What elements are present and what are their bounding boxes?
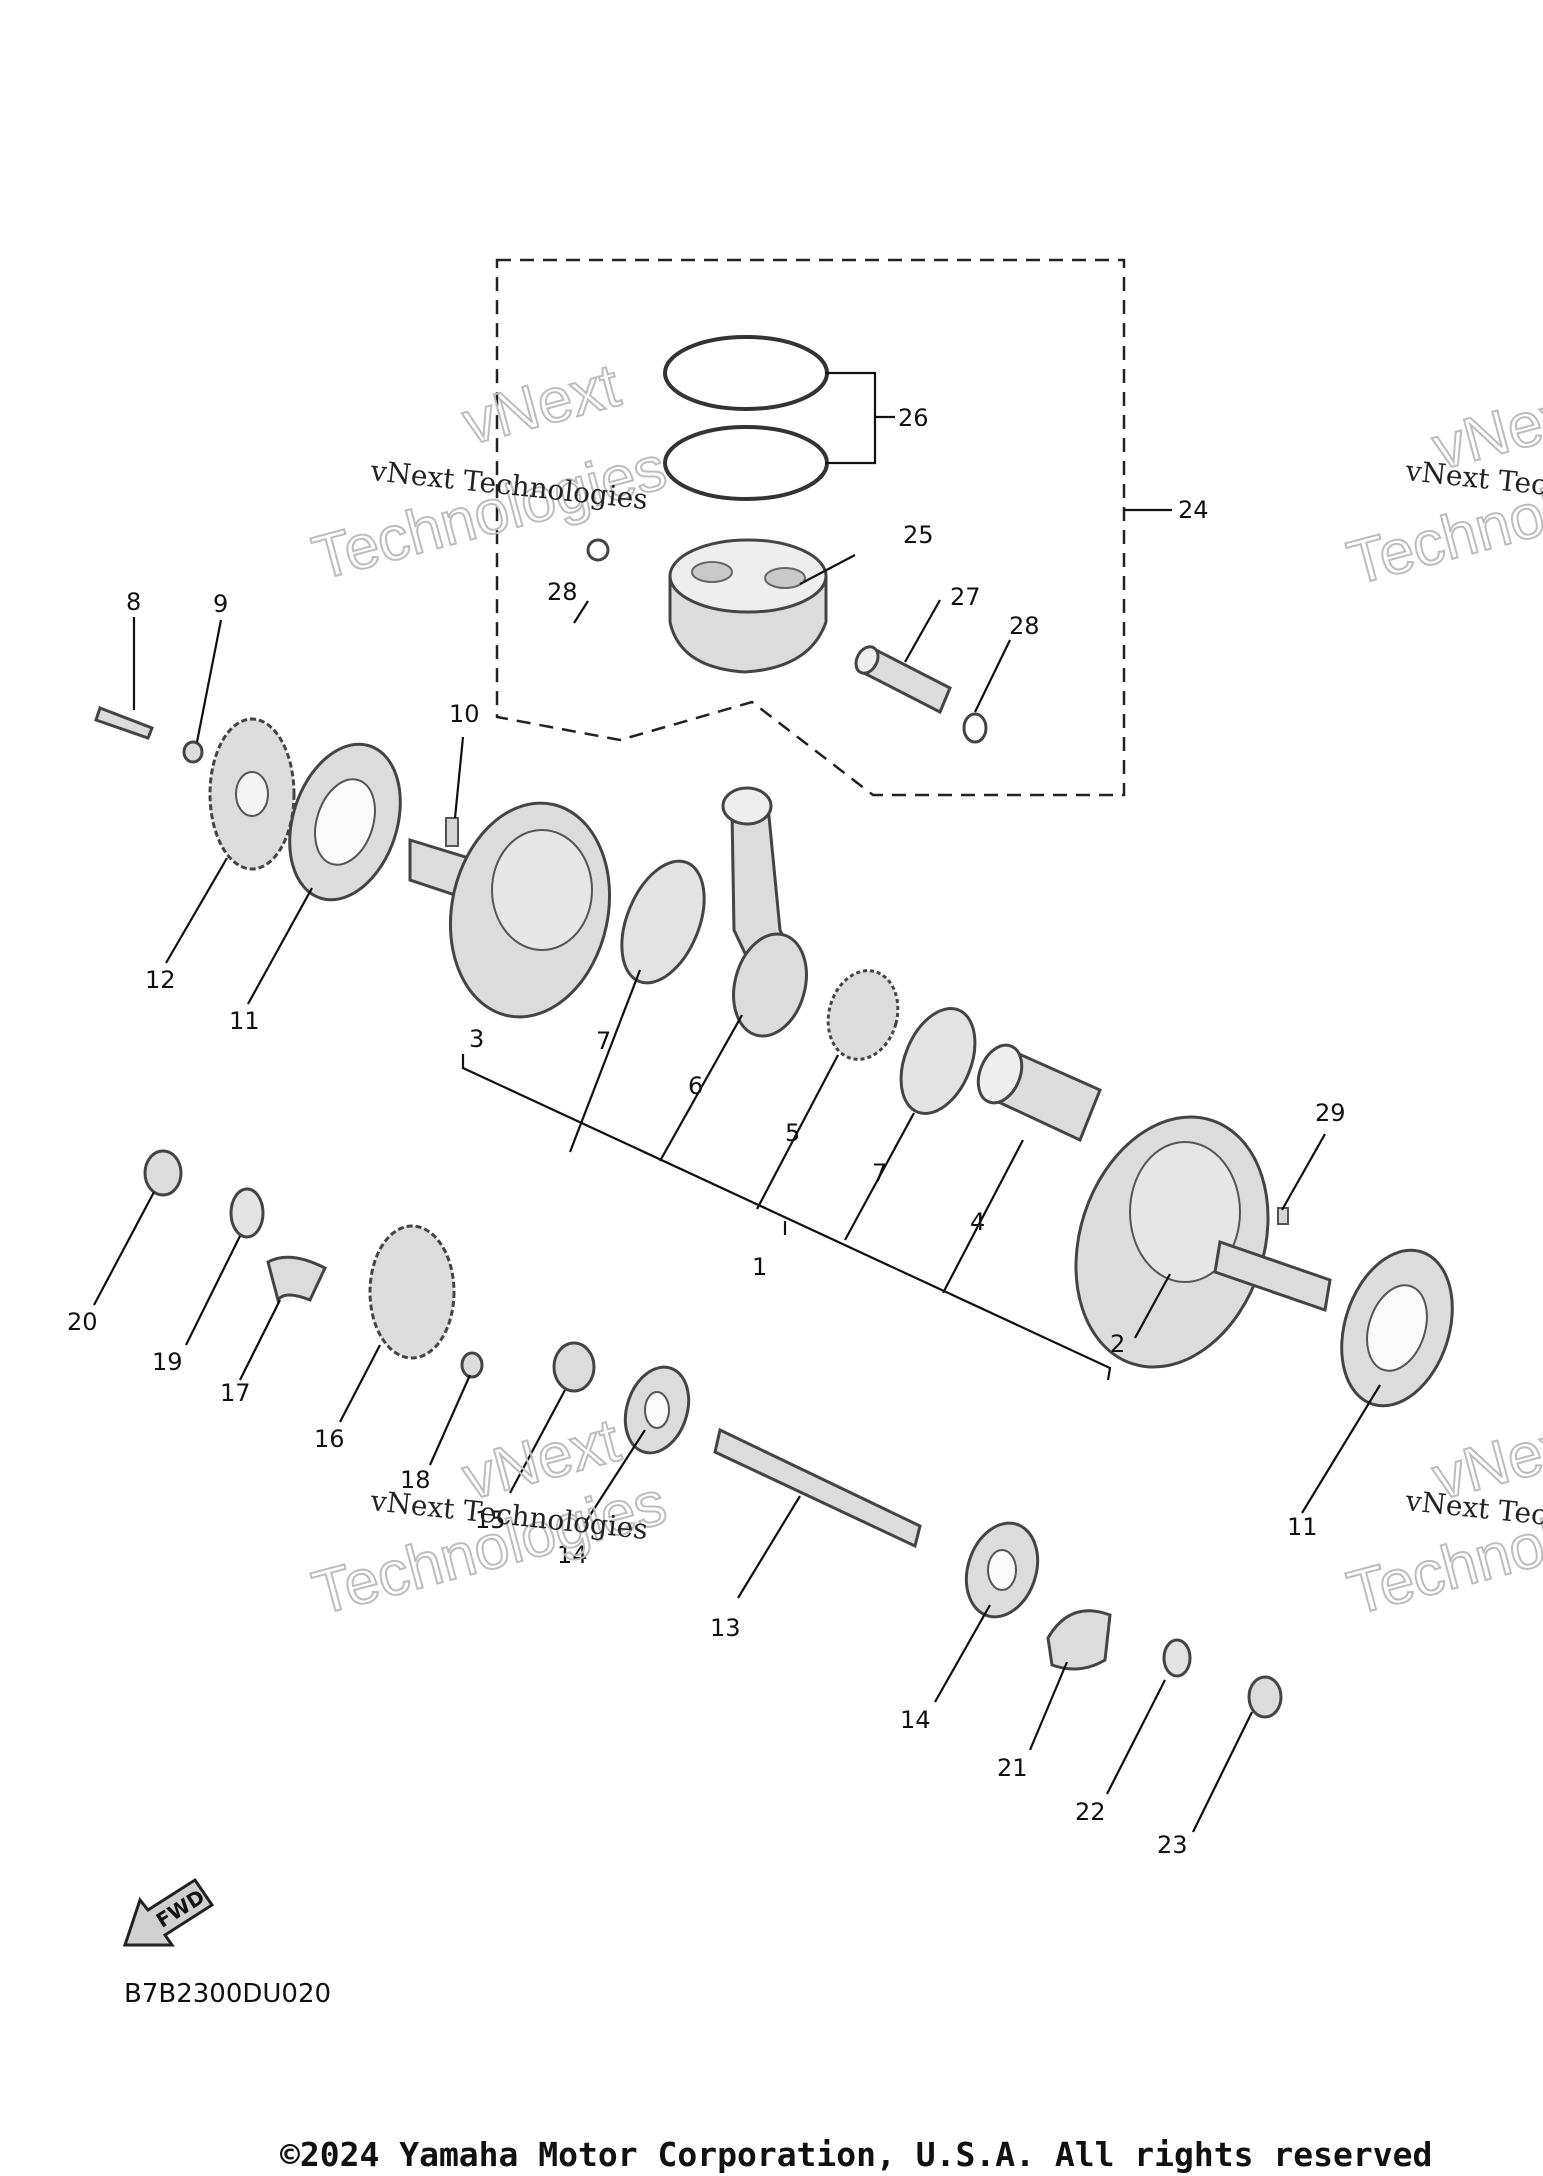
crank-right-half <box>1074 1115 1332 1369</box>
bolt-18 <box>460 1351 484 1379</box>
watermark-group-3: vNext Technologies vNext Technologies <box>305 1405 674 1630</box>
callout-9: 9 <box>213 590 228 618</box>
diagram-code: B7B2300DU020 <box>124 1979 331 2009</box>
callout-22: 22 <box>1075 1798 1106 1826</box>
callout-14-left: 14 <box>557 1541 588 1569</box>
callout-5: 5 <box>785 1119 800 1147</box>
callout-7-left: 7 <box>596 1027 611 1055</box>
callout-labels: 8 9 10 12 11 3 26 24 25 27 28 28 7 6 5 7… <box>67 404 1346 1859</box>
callout-3: 3 <box>469 1025 484 1053</box>
callout-25: 25 <box>903 521 934 549</box>
bearing-14-left <box>623 1365 691 1455</box>
callout-7-right: 7 <box>872 1159 887 1187</box>
bearing-right <box>1340 1248 1454 1408</box>
balancer-drive-gear <box>368 1224 456 1360</box>
callout-13: 13 <box>710 1614 741 1642</box>
callout-26: 26 <box>898 404 929 432</box>
callout-27: 27 <box>950 583 981 611</box>
callout-2: 2 <box>1110 1330 1125 1358</box>
thrust-washer-right <box>899 1007 977 1115</box>
leader-lines <box>93 371 1381 1833</box>
crank-pin <box>976 1043 1102 1143</box>
callout-28-left: 28 <box>547 578 578 606</box>
callout-20: 20 <box>67 1308 98 1336</box>
balancer-weight-17 <box>266 1255 327 1304</box>
callout-12: 12 <box>145 966 176 994</box>
callout-11-right: 11 <box>1287 1513 1318 1541</box>
nut <box>182 740 204 764</box>
piston <box>668 538 828 674</box>
callout-11-left: 11 <box>229 1007 260 1035</box>
callout-15: 15 <box>475 1506 506 1534</box>
svg-text:Technologies: Technologies <box>306 433 673 593</box>
washer-22 <box>1162 1638 1192 1678</box>
watermark-group-1: vNext Technologies vNext Technologies <box>305 350 674 595</box>
callout-28-right: 28 <box>1009 612 1040 640</box>
callout-29: 29 <box>1315 1099 1346 1127</box>
washer-19 <box>229 1187 265 1239</box>
balancer-weight-21 <box>1046 1609 1112 1671</box>
copyright-notice: ©2024 Yamaha Motor Corporation, U.S.A. A… <box>280 2135 1432 2174</box>
fwd-arrow-icon: FWD <box>122 1877 215 1947</box>
watermark-group-2: vNext Technologies vNext Technologies <box>1340 375 1543 600</box>
big-end-bearing <box>826 969 900 1061</box>
bearing-14-right <box>964 1521 1040 1619</box>
watermark-group-4: vNext Technologies vNext Technologies <box>1340 1405 1543 1630</box>
callout-19: 19 <box>152 1348 183 1376</box>
piston-circlip-left <box>586 538 610 562</box>
callout-18: 18 <box>400 1466 431 1494</box>
primary-drive-gear <box>208 717 296 871</box>
woodruff-key <box>445 817 459 847</box>
nut-20 <box>143 1149 183 1197</box>
piston-pin <box>854 645 952 715</box>
bearing-left <box>288 742 402 902</box>
callout-14-right: 14 <box>900 1706 931 1734</box>
callout-8: 8 <box>126 588 141 616</box>
callout-4: 4 <box>970 1208 985 1236</box>
nut-15 <box>552 1341 596 1393</box>
callout-21: 21 <box>997 1754 1028 1782</box>
callout-16: 16 <box>314 1425 345 1453</box>
piston-ring-top <box>663 335 829 411</box>
piston-circlip-right <box>962 712 988 744</box>
piston-ring-bottom <box>663 425 829 501</box>
thrust-washer-left <box>620 859 706 985</box>
callout-10: 10 <box>449 700 480 728</box>
balancer-shaft <box>713 1427 922 1549</box>
callout-24: 24 <box>1178 496 1209 524</box>
callout-23: 23 <box>1157 1831 1188 1859</box>
crank-left-half <box>408 801 612 1019</box>
callout-17: 17 <box>220 1379 251 1407</box>
callout-6: 6 <box>688 1072 703 1100</box>
piston-kit-frame <box>495 258 1126 797</box>
svg-text:vNext: vNext <box>456 351 627 459</box>
callout-1: 1 <box>752 1253 767 1281</box>
nut-23 <box>1247 1675 1283 1719</box>
bolt <box>94 706 154 740</box>
connecting-rod <box>721 786 808 1038</box>
